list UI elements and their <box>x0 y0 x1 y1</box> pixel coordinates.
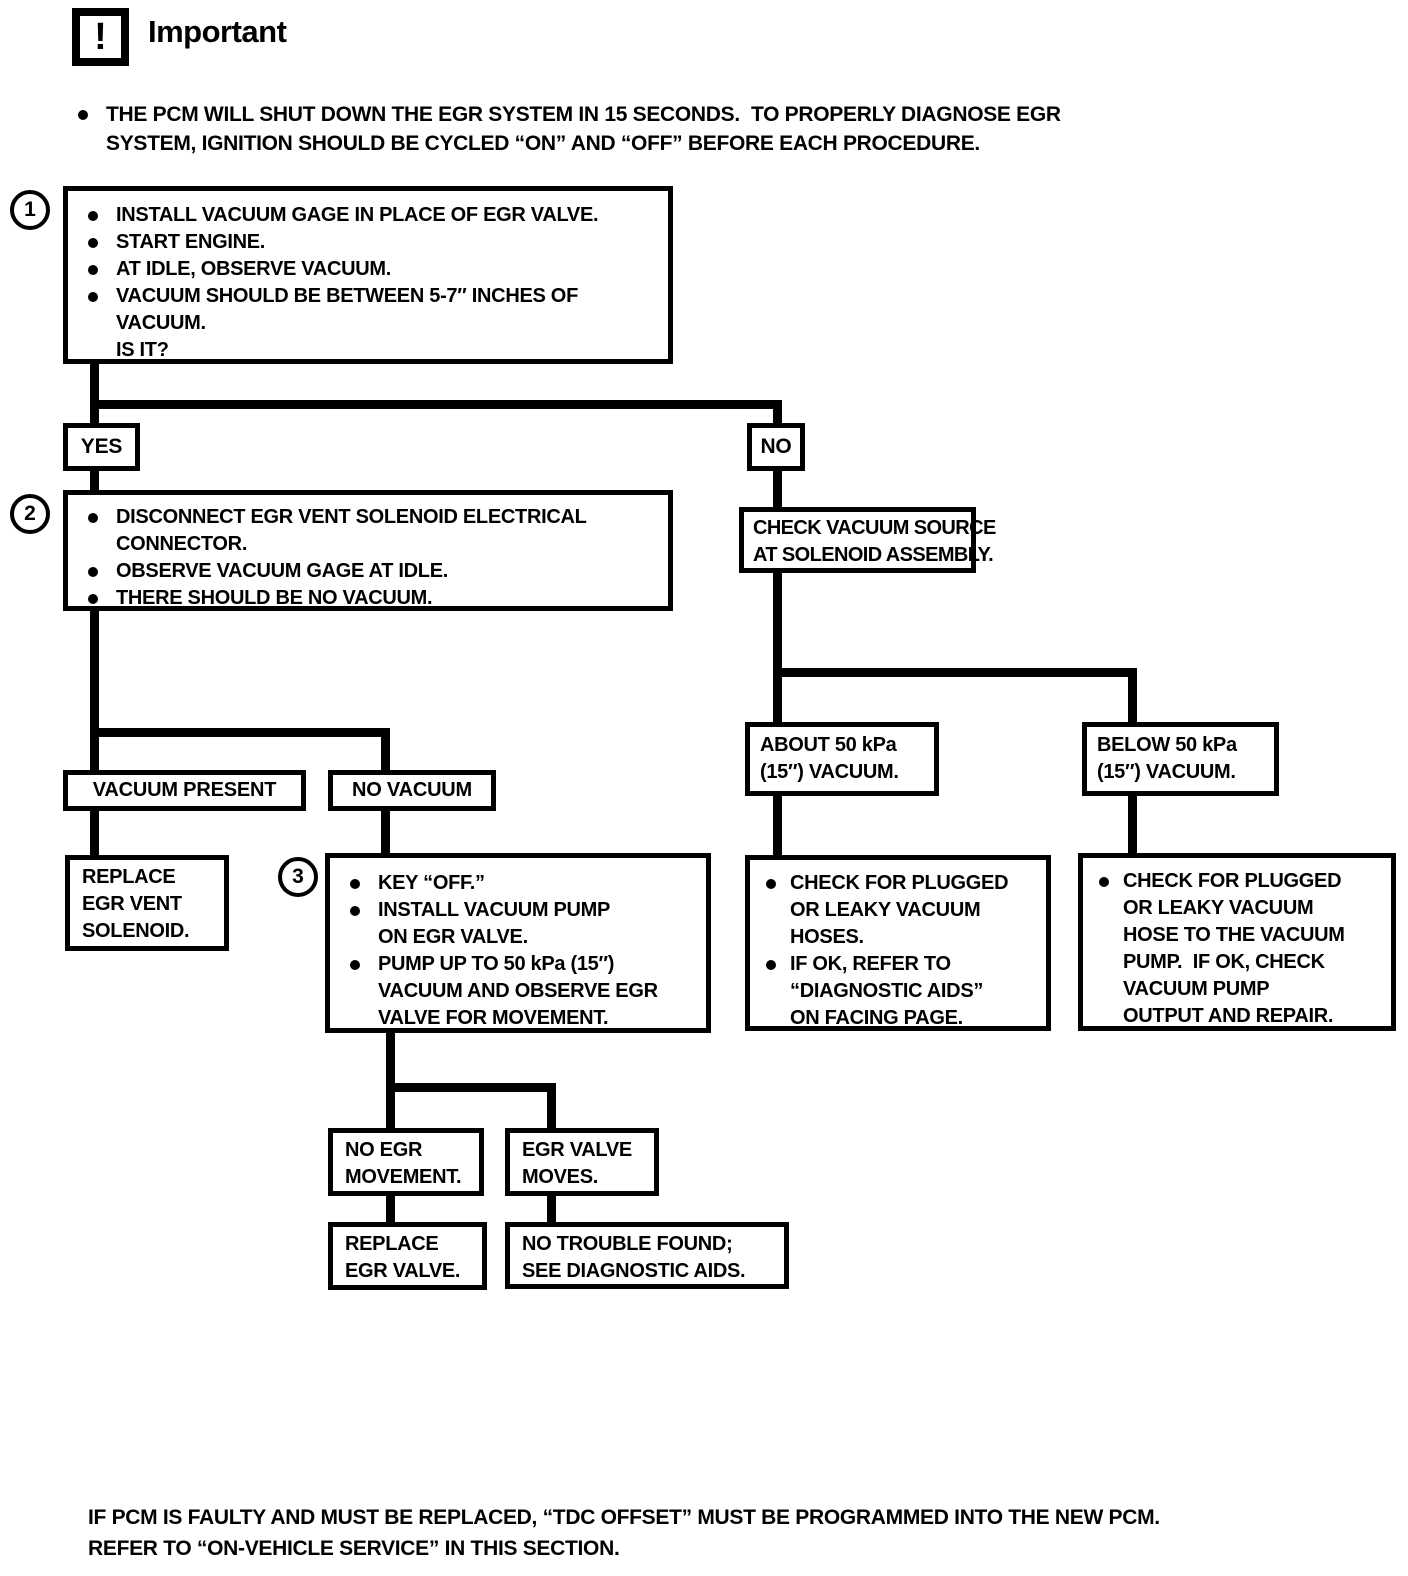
bullet-text: START ENGINE. <box>116 231 266 253</box>
bullet-text: PUMP UP TO 50 kPa (15″)VACUUM AND OBSERV… <box>378 953 658 1029</box>
connector-vacuum-present-down <box>90 811 99 855</box>
bullet-item: IF OK, REFER TO“DIAGNOSTIC AIDS”ON FACIN… <box>766 951 1040 1032</box>
bullet-icon <box>350 906 360 916</box>
connector-no-vacuum-to-box3 <box>381 811 390 853</box>
node-vacuum-present: VACUUM PRESENT <box>63 770 306 811</box>
connector-kpa-split <box>773 668 1137 677</box>
connector-vacuum-split <box>90 728 390 737</box>
bullet-icon <box>1099 877 1109 887</box>
bullet-text: THERE SHOULD BE NO VACUUM. <box>116 587 433 609</box>
bullet-item: START ENGINE. <box>88 229 660 256</box>
bullet-text: INSTALL VACUUM GAGE IN PLACE OF EGR VALV… <box>116 204 599 226</box>
bullet-icon <box>766 960 776 970</box>
bullet-icon <box>88 238 98 248</box>
bullet-item: AT IDLE, OBSERVE VACUUM. <box>88 256 660 283</box>
bullet-text: OBSERVE VACUUM GAGE AT IDLE. <box>116 560 449 582</box>
step-3-badge: 3 <box>278 857 318 897</box>
bullet-item: OBSERVE VACUUM GAGE AT IDLE. <box>88 558 660 585</box>
connector-below-down <box>1128 796 1137 853</box>
node-yes: YES <box>63 423 140 471</box>
node-no-vacuum: NO VACUUM <box>328 770 496 811</box>
connector-no-to-check-source <box>773 470 782 507</box>
bullet-item: THERE SHOULD BE NO VACUUM. <box>88 585 660 612</box>
important-exclamation-icon: ! <box>72 8 129 66</box>
footer-note-text: IF PCM IS FAULTY AND MUST BE REPLACED, “… <box>88 1506 1160 1560</box>
connector-source-down <box>773 573 782 722</box>
connector-split-to-no <box>773 400 782 424</box>
bullet-icon <box>88 594 98 604</box>
connector-about-down <box>773 796 782 855</box>
step-2-badge: 2 <box>10 494 50 534</box>
node-below-50kpa: BELOW 50 kPa(15″) VACUUM. <box>1082 722 1279 796</box>
bullet-icon <box>88 292 98 302</box>
connector-box2-down <box>90 611 99 770</box>
node-step1-install-gage: INSTALL VACUUM GAGE IN PLACE OF EGR VALV… <box>63 186 673 364</box>
bullet-text: AT IDLE, OBSERVE VACUUM. <box>116 258 392 280</box>
node-no-trouble-found: NO TROUBLE FOUND;SEE DIAGNOSTIC AIDS. <box>505 1222 789 1289</box>
connector-yes-to-box2 <box>90 470 99 491</box>
bullet-icon <box>88 567 98 577</box>
bullet-icon <box>350 879 360 889</box>
step-1-badge: 1 <box>10 190 50 230</box>
connector-split-to-valve-moves <box>547 1083 556 1128</box>
node-text: BELOW 50 kPa(15″) VACUUM. <box>1097 734 1237 783</box>
bullet-icon <box>350 960 360 970</box>
intro-note-text: THE PCM WILL SHUT DOWN THE EGR SYSTEM IN… <box>106 103 1061 155</box>
bullet-icon <box>88 513 98 523</box>
node-text: ABOUT 50 kPa(15″) VACUUM. <box>760 734 899 783</box>
connector-split-to-no-vacuum <box>381 728 390 770</box>
connector-no-movement-down <box>386 1196 395 1222</box>
connector-box1-to-yes <box>90 364 99 425</box>
connector-movement-split <box>386 1083 556 1092</box>
intro-note: THE PCM WILL SHUT DOWN THE EGR SYSTEM IN… <box>78 100 1061 158</box>
connector-split-to-below <box>1128 668 1137 722</box>
bullet-item: PUMP UP TO 50 kPa (15″)VACUUM AND OBSERV… <box>350 951 698 1032</box>
connector-valve-moves-down <box>547 1196 556 1222</box>
connector-box3-down <box>386 1033 395 1128</box>
bullet-text: IF OK, REFER TO“DIAGNOSTIC AIDS”ON FACIN… <box>790 953 984 1029</box>
bullet-text: KEY “OFF.” <box>378 872 485 894</box>
bullet-item: INSTALL VACUUM GAGE IN PLACE OF EGR VALV… <box>88 202 660 229</box>
node-text: NO TROUBLE FOUND;SEE DIAGNOSTIC AIDS. <box>522 1233 746 1282</box>
bullet-icon <box>88 211 98 221</box>
bullet-icon <box>88 265 98 275</box>
bullet-icon <box>78 110 88 120</box>
node-about-50kpa: ABOUT 50 kPa(15″) VACUUM. <box>745 722 939 796</box>
connector-yes-no-split <box>90 400 782 409</box>
footer-note: IF PCM IS FAULTY AND MUST BE REPLACED, “… <box>88 1502 1160 1564</box>
bullet-item: KEY “OFF.” <box>350 870 698 897</box>
node-no: NO <box>747 423 805 471</box>
important-label: Important <box>148 14 287 49</box>
bullet-icon <box>766 879 776 889</box>
